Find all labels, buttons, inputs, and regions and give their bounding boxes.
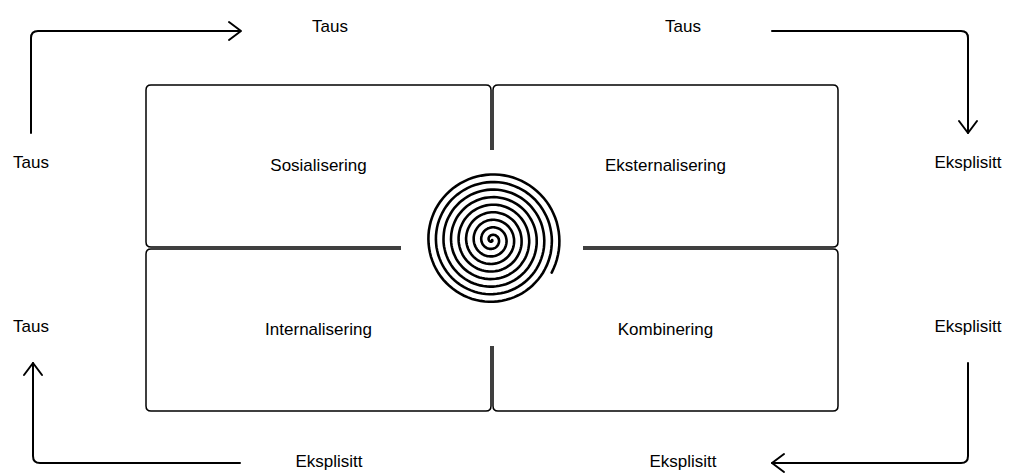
knowledge-label: Taus [312, 17, 348, 37]
spiral-illustration [428, 175, 559, 302]
cycle-arrow [772, 363, 968, 463]
quadrant-title: Eksternalisering [605, 156, 726, 176]
quadrant-title: Internalisering [265, 320, 372, 340]
knowledge-label: Taus [665, 17, 701, 37]
knowledge-label: Taus [13, 153, 49, 173]
quadrant-title: Kombinering [618, 320, 713, 340]
knowledge-label: Eksplisitt [934, 153, 1001, 173]
arrow-head [229, 22, 241, 40]
cycle-arrow [772, 31, 968, 133]
arrow-head [959, 121, 977, 133]
quadrant-box: Kombinering [493, 249, 838, 411]
quadrant-box: Eksternalisering [493, 85, 838, 247]
quadrant-title: Sosialisering [270, 156, 366, 176]
knowledge-label: Eksplisitt [934, 317, 1001, 337]
arrow-head [24, 363, 42, 375]
knowledge-label: Taus [13, 317, 49, 337]
quadrant-box: Sosialisering [146, 85, 491, 247]
box-outline [493, 85, 838, 247]
box-outline [493, 249, 838, 411]
quadrant-box: Internalisering [146, 249, 491, 411]
cycle-arrow [33, 363, 240, 463]
cycle-arrow [31, 31, 240, 133]
knowledge-label: Eksplisitt [649, 452, 716, 472]
arrow-head [772, 454, 784, 472]
knowledge-label: Eksplisitt [295, 452, 362, 472]
